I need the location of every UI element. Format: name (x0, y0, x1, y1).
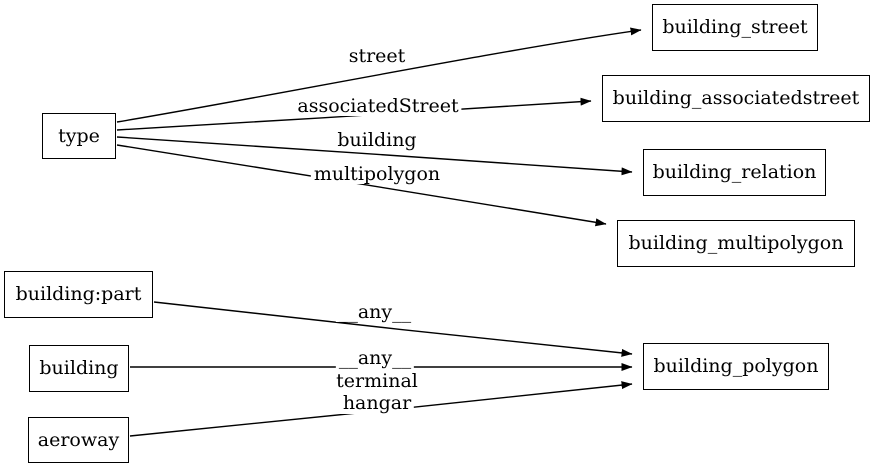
edge-label-aeroway-hangar: hangar (339, 392, 415, 414)
node-type-label: type (58, 124, 100, 147)
node-building-polygon-label: building_polygon (653, 355, 819, 377)
node-building-polygon[interactable]: building_polygon (643, 343, 829, 390)
edge-label-building: building (334, 130, 420, 150)
node-building-relation-label: building_relation (652, 161, 817, 183)
node-building-multipolygon[interactable]: building_multipolygon (617, 220, 855, 267)
node-building-part[interactable]: building:part (4, 271, 153, 318)
node-building-associatedstreet-label: building_associatedstreet (612, 87, 860, 109)
node-building-multipolygon-label: building_multipolygon (628, 232, 844, 254)
edge-type-building-relation (116, 136, 633, 176)
edge-label-street: street (345, 46, 409, 66)
edge-label-aeroway-terminal: terminal (333, 370, 421, 392)
edge-type-building-multipolygon (116, 144, 607, 227)
edge-label-any-buildingpart: __any__ (335, 302, 415, 322)
node-aeroway[interactable]: aeroway (28, 417, 129, 463)
node-building-associatedstreet[interactable]: building_associatedstreet (602, 75, 870, 122)
node-building-street-label: building_street (662, 16, 808, 38)
node-aeroway-label: aeroway (37, 428, 120, 451)
edge-buildingpart-building-polygon (153, 301, 633, 357)
node-building[interactable]: building (29, 345, 129, 392)
node-building-label: building (39, 357, 119, 379)
node-building-part-label: building:part (15, 283, 142, 305)
edge-type-building-street (116, 27, 642, 123)
edge-label-associatedstreet: associatedStreet (294, 96, 462, 116)
node-type[interactable]: type (42, 113, 116, 159)
edge-label-any-building: __any__ (335, 348, 415, 368)
node-building-relation[interactable]: building_relation (643, 149, 826, 196)
edge-label-multipolygon: multipolygon (310, 164, 444, 184)
node-building-street[interactable]: building_street (652, 4, 818, 51)
